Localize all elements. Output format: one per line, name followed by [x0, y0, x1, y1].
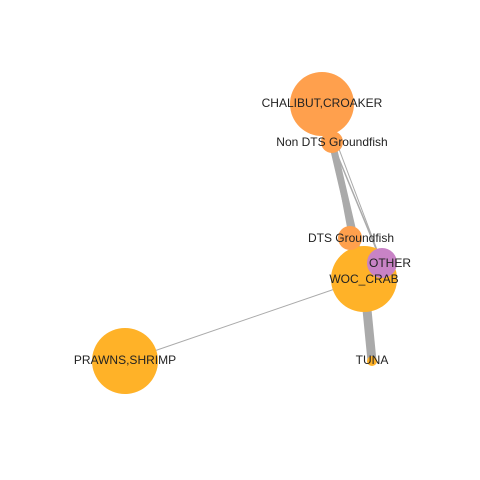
node-nondts[interactable] [321, 131, 343, 153]
node-label-other: OTHER [369, 256, 411, 270]
node-other[interactable] [367, 248, 397, 278]
node-label-prawns: PRAWNS,SHRIMP [74, 353, 176, 367]
edge-nondts-dts [331, 141, 351, 239]
node-label-woc: WOC_CRAB [329, 272, 398, 286]
node-chalibut[interactable] [290, 72, 354, 136]
node-label-tuna: TUNA [356, 353, 389, 367]
node-label-nondts: Non DTS Groundfish [276, 135, 387, 149]
edge-prawns-woc [124, 278, 365, 362]
node-prawns[interactable] [92, 328, 158, 394]
nodes-layer [92, 72, 397, 394]
node-tuna[interactable] [367, 356, 377, 366]
node-dts[interactable] [338, 226, 362, 250]
edge-nondts-other [331, 141, 383, 264]
node-label-dts: DTS Groundfish [308, 231, 394, 245]
node-label-chalibut: CHALIBUT,CROAKER [262, 96, 383, 110]
